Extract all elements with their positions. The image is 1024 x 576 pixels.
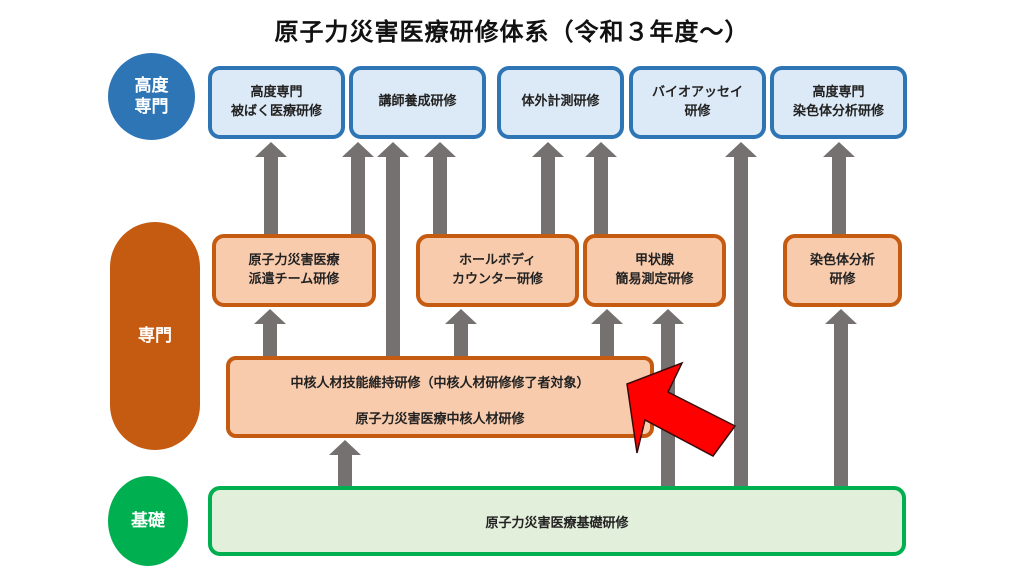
course-advanced-hibaku[interactable]: 高度専門 被ばく医療研修 — [208, 66, 345, 139]
red-arrow-icon — [626, 361, 737, 457]
course-chromosome-analysis[interactable]: 染色体分析 研修 — [783, 234, 902, 307]
course-label: 甲状腺 簡易測定研修 — [615, 252, 694, 287]
course-label: 高度専門 染色体分析研修 — [792, 84, 884, 119]
course-label: 講師養成研修 — [378, 94, 457, 110]
level-specialized-badge: 専門 — [110, 222, 200, 450]
arrow-core-to-wbc — [445, 309, 477, 356]
arrow-haken-to-koushi — [342, 142, 374, 234]
arrow-koujousen-to-taigai — [585, 142, 617, 234]
core-divider — [226, 395, 238, 400]
course-basic[interactable]: 原子力災害医療基礎研修 — [208, 486, 906, 556]
level-specialized-label: 専門 — [138, 325, 172, 346]
course-label: 染色体分析 研修 — [809, 252, 875, 287]
arrow-wbc-to-koushi — [424, 142, 456, 234]
course-dispatch-team[interactable]: 原子力災害医療 派遣チーム研修 — [212, 234, 376, 307]
level-basic-badge: 基礎 — [108, 476, 188, 566]
course-label: 体外計測研修 — [521, 94, 600, 110]
course-label: 原子力災害医療 派遣チーム研修 — [248, 252, 340, 287]
course-advanced-chromosome[interactable]: 高度専門 染色体分析研修 — [770, 66, 907, 139]
arrow-core-to-koujousen — [591, 309, 623, 356]
course-core-maintenance[interactable]: 中核人材技能維持研修（中核人材研修修了者対象） — [290, 376, 590, 391]
arrow-basic-to-bioassay — [725, 142, 757, 486]
level-advanced-label: 高度 専門 — [134, 76, 169, 117]
arrow-haken-to-hibaku — [255, 142, 287, 234]
course-label: 原子力災害医療基礎研修 — [485, 515, 629, 531]
arrow-basic-to-core — [329, 440, 361, 486]
course-bioassay[interactable]: バイオアッセイ 研修 — [629, 66, 766, 139]
course-label: ホールボディ カウンター研修 — [451, 252, 543, 287]
diagram-title: 原子力災害医療研修体系（令和３年度～） — [274, 18, 750, 46]
course-whole-body-counter[interactable]: ホールボディ カウンター研修 — [416, 234, 579, 307]
course-core-personnel[interactable]: 中核人材技能維持研修（中核人材研修修了者対象） 原子力災害医療中核人材研修 — [226, 356, 654, 438]
arrow-basic-to-senshokutai — [825, 309, 857, 486]
course-lecturer-training[interactable]: 講師養成研修 — [349, 66, 486, 139]
course-label: バイオアッセイ 研修 — [651, 84, 743, 119]
course-external-measurement[interactable]: 体外計測研修 — [497, 66, 624, 139]
arrow-core-to-haken — [254, 309, 286, 356]
arrow-core-to-koushi — [377, 142, 409, 356]
arrow-senshokutai-to-senshokutai-adv — [823, 142, 855, 234]
course-core-personnel-label: 原子力災害医療中核人材研修 — [355, 412, 525, 427]
course-label: 高度専門 被ばく医療研修 — [230, 84, 322, 119]
arrow-wbc-to-taigai — [532, 142, 564, 234]
level-advanced-badge: 高度 専門 — [108, 53, 195, 140]
level-basic-label: 基礎 — [131, 510, 165, 531]
course-thyroid-measurement[interactable]: 甲状腺 簡易測定研修 — [583, 234, 726, 307]
